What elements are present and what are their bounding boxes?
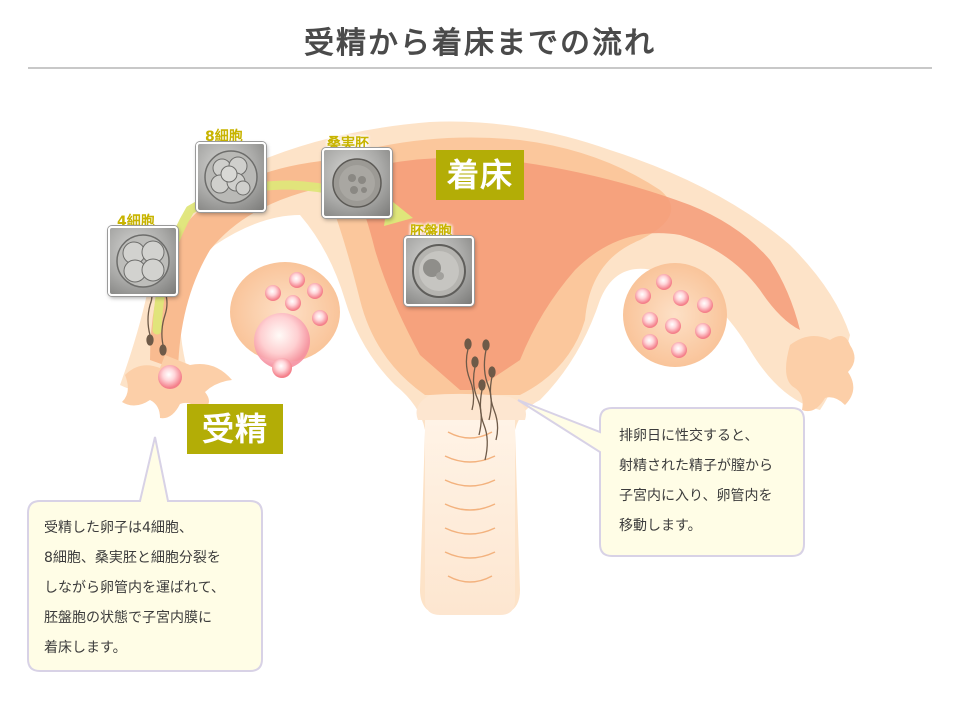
follicle-dot [307,283,323,299]
follicle-dot [285,295,301,311]
fertilized-egg [158,365,182,389]
follicle-dot [697,297,713,313]
callout-right-text: 排卵日に性交すると、 射精された精子が膣から 子宮内に入り、卵管内を 移動します… [619,428,773,534]
follicle-dot [642,312,658,328]
four-cell-photo [108,226,178,296]
follicle-dot [665,318,681,334]
cervix [416,393,526,420]
vagina [425,420,515,615]
callout-left-bubble [27,436,263,672]
uterine-cavity [355,157,800,390]
ovulated-egg [272,358,292,378]
follicle-dot [289,272,305,288]
fimbriae-right [786,336,855,412]
vaginal-rugae [444,431,496,583]
mature-follicle [254,313,310,369]
stage-label-eight-cell: 8細胞 [205,129,243,145]
callout-left-text: 受精した卵子は4細胞、 8細胞、桑実胚と細胞分裂を しながら卵管内を運ばれて、 … [44,520,225,656]
follicle-dot [312,310,328,326]
follicle-dot [656,274,672,290]
fertilization-badge: 受精 [187,404,283,454]
blastocyst-photo [404,236,474,306]
implantation-badge: 着床 [436,150,524,200]
eight-cell-photo [196,142,266,212]
follicle-dot [695,323,711,339]
follicle-dot [673,290,689,306]
follicle-dot [635,288,651,304]
callout-right-bubble [517,399,805,557]
follicle-dot [642,334,658,350]
follicle-dot [671,342,687,358]
title-divider [28,67,932,69]
sperm-group-cervix [464,338,499,461]
morula-photo [322,148,392,218]
page-title: 受精から着床までの流れ [304,26,656,61]
follicle-dot [265,285,281,301]
